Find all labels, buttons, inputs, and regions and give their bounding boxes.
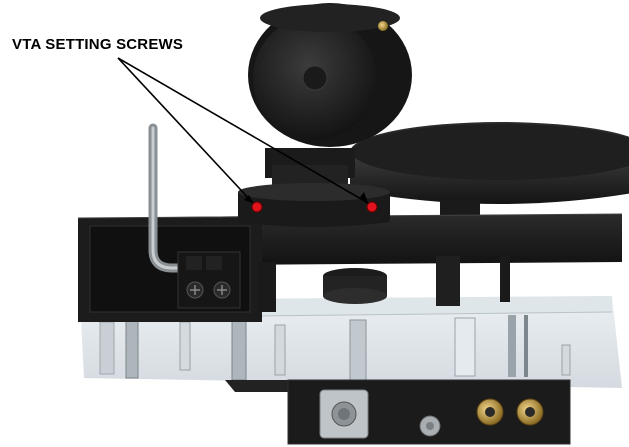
tonearm-wheel — [248, 3, 412, 147]
platter — [350, 122, 629, 218]
allen-key-icon — [148, 123, 221, 273]
vta-screw-right — [366, 201, 378, 213]
rca-socket-icon — [476, 398, 544, 426]
tonearm-pillar — [238, 148, 390, 227]
key-bracket — [177, 251, 241, 309]
rear-connector-panel — [225, 379, 571, 445]
power-socket — [319, 389, 369, 439]
screw-icon — [186, 281, 231, 299]
vta-screw-left — [251, 201, 263, 213]
vta-screw-markers — [251, 201, 378, 213]
vta-callout-label: VTA SETTING SCREWS — [12, 36, 184, 53]
ground-terminal-icon — [419, 415, 441, 437]
callout-leader-lines — [117, 57, 369, 204]
tonearm-base-support — [258, 256, 510, 312]
